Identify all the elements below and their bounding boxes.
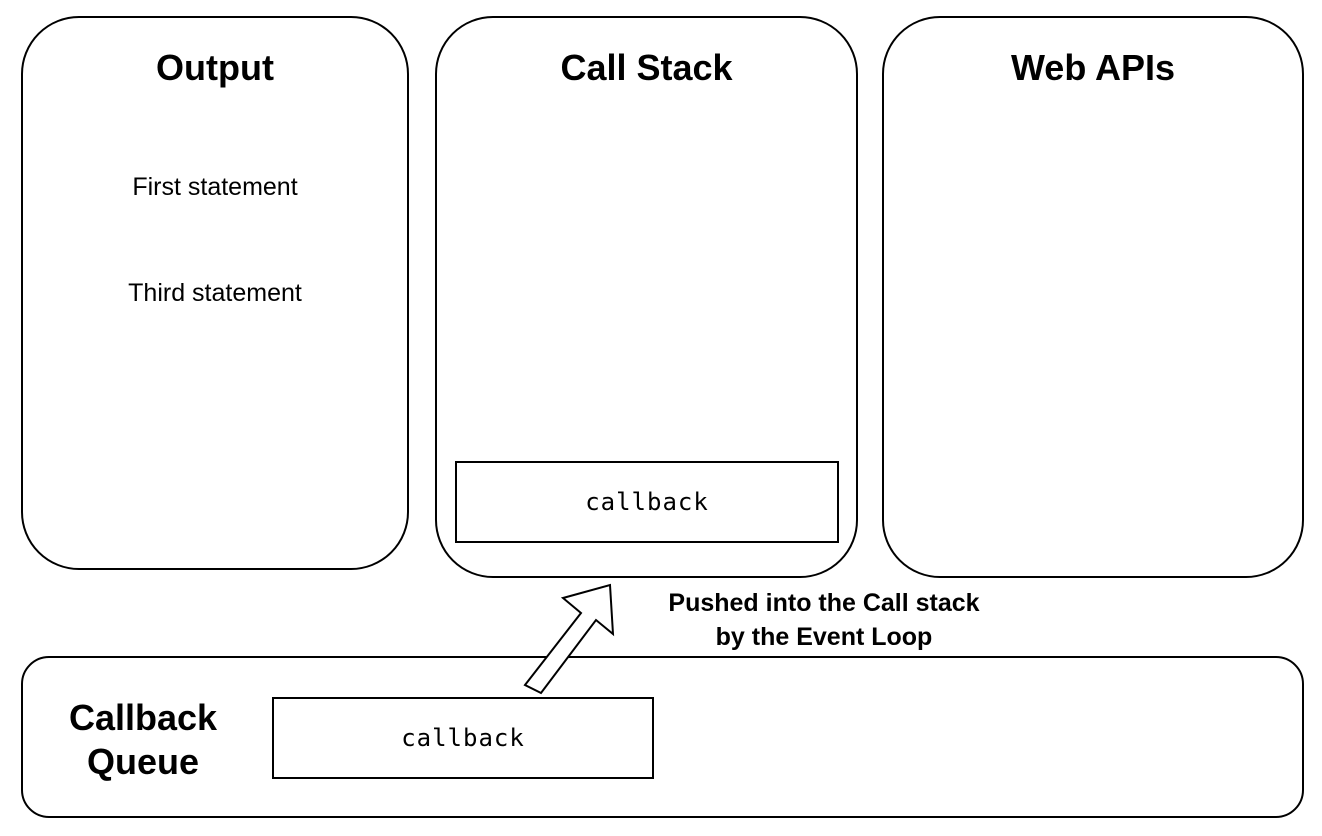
call-stack-frame: callback [455,461,839,543]
call-stack-panel: Call Stack callback [435,16,858,578]
output-line: First statement [132,173,298,201]
callback-queue-title-line: Queue [86,741,200,782]
callback-queue-item: callback [272,697,654,779]
caption-line: Pushed into the Call stack [668,589,980,617]
output-title: Output [156,47,274,88]
output-line: Third statement [128,279,302,307]
callback-queue-panel: Callback Queue callback [21,656,1304,818]
output-panel: Output First statement Third statement [21,16,409,570]
event-loop-caption: Pushed into the Call stack by the Event … [624,586,1024,654]
call-stack-title: Call Stack [560,47,733,88]
callback-queue-title: Callback Queue [53,696,233,784]
web-apis-panel: Web APIs [882,16,1304,578]
callback-queue-title-line: Callback [68,697,218,738]
web-apis-title: Web APIs [1010,47,1176,88]
caption-line: by the Event Loop [715,623,933,651]
